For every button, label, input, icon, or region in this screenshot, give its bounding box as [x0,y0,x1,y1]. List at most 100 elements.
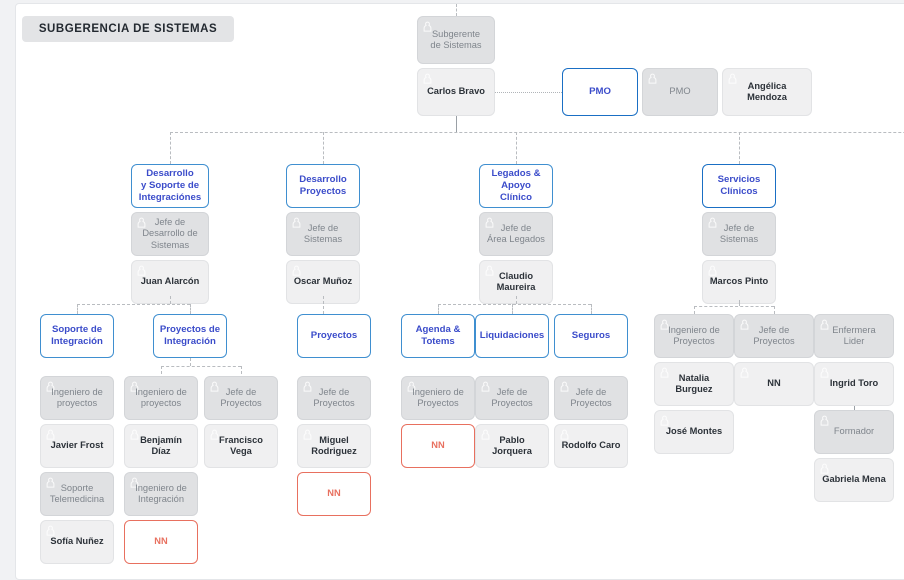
node-liquidaciones-0-1[interactable]: Pablo Jorquera [475,424,549,468]
person-outline-icon [210,381,219,392]
node-seguros-0-1[interactable]: Rodolfo Caro [554,424,628,468]
page-title: SUBGERENCIA DE SISTEMAS [38,23,218,35]
node-servicios-clinicos-1-1[interactable]: NN [734,362,814,406]
node-servicios-clinicos-0-2[interactable]: José Montes [654,410,734,454]
node-subdept-liquidaciones-label: Liquidaciones [479,330,545,342]
connector-bus-to-desarrollo-soporte-integraciones [170,132,171,164]
person-outline-icon [46,429,55,440]
connector-servicios-clinicos-drop-1 [774,306,775,314]
node-proyectos-0-0[interactable]: Jefe de Proyectos [297,376,371,420]
node-soporte-de-integracion-0-3-label: Sofía Nuñez [50,536,104,547]
node-subdept-proyectos[interactable]: Proyectos [297,314,371,358]
node-person-desarrollo-soporte-integraciones[interactable]: Juan Alarcón [131,260,209,304]
node-role-servicios-clinicos[interactable]: Jefe de Sistemas [702,212,776,256]
person-outline-icon [820,367,829,378]
person-outline-icon [210,429,219,440]
person-outline-icon [46,381,55,392]
node-soporte-de-integracion-0-1[interactable]: Javier Frost [40,424,114,468]
person-outline-icon [485,265,494,276]
node-dept-legados-apoyo-clinico[interactable]: Legados &Apoyo Clínico [479,164,553,208]
connector-bus-to-servicios-clinicos [739,132,740,164]
node-subdept-liquidaciones[interactable]: Liquidaciones [475,314,549,358]
node-subdept-proyectos-label: Proyectos [310,330,358,342]
node-proyectos-de-integracion-0-1[interactable]: Benjamín Díaz [124,424,198,468]
connector-servicios-clinicos-drop-0 [694,306,695,314]
node-servicios-clinicos-2-2[interactable]: Formador [814,410,894,454]
node-pmo-role[interactable]: PMO [642,68,718,116]
person-outline-icon [660,319,669,330]
node-proyectos-0-0-label: Jefe de Proyectos [313,386,355,408]
connector-sub-drop-2 [591,304,592,314]
connector-desarrollo-soporte-integraciones-stub [170,296,171,304]
node-agenda-totems-0-1[interactable]: NN [401,424,475,468]
node-person-servicios-clinicos[interactable]: Marcos Pinto [702,260,776,304]
node-pmo-dept[interactable]: PMO [562,68,638,116]
node-pmo-person-label: Angélica Mendoza [747,80,787,102]
node-role-desarrollo-proyectos[interactable]: Jefe de Sistemas [286,212,360,256]
node-proyectos-de-integracion-1-1-label: Francisco Vega [219,434,263,456]
node-pmo-person[interactable]: Angélica Mendoza [722,68,812,116]
person-outline-icon [292,265,301,276]
node-servicios-clinicos-0-2-label: José Montes [665,426,723,437]
node-person-desarrollo-proyectos[interactable]: Oscar Muñoz [286,260,360,304]
connector-root-trunk [456,116,457,132]
person-outline-icon [485,217,494,228]
node-person-legados-apoyo-clinico-label: Claudio Maureira [496,270,536,292]
connector-legados-apoyo-clinico-subbus [438,304,591,305]
node-root-person-label: Carlos Bravo [427,86,485,97]
node-servicios-clinicos-1-0[interactable]: Jefe de Proyectos [734,314,814,358]
node-root-person[interactable]: Carlos Bravo [417,68,495,116]
node-proyectos-0-2[interactable]: NN [297,472,371,516]
node-servicios-clinicos-2-1-label: Ingrid Toro [829,378,879,389]
node-servicios-clinicos-2-3[interactable]: Gabriela Mena [814,458,894,502]
connector-sub-drop-1 [512,304,513,314]
node-proyectos-de-integracion-1-0[interactable]: Jefe de Proyectos [204,376,278,420]
person-outline-icon [407,381,416,392]
node-proyectos-de-integracion-0-3[interactable]: NN [124,520,198,564]
node-proyectos-0-1[interactable]: Miguel Rodriguez [297,424,371,468]
connector-servicios-clinicos-bus [694,306,774,307]
node-person-desarrollo-proyectos-label: Oscar Muñoz [293,276,353,287]
person-outline-icon [130,477,139,488]
node-liquidaciones-0-0[interactable]: Jefe de Proyectos [475,376,549,420]
node-subdept-seguros[interactable]: Seguros [554,314,628,358]
node-proyectos-de-integracion-1-1[interactable]: Francisco Vega [204,424,278,468]
node-servicios-clinicos-2-1[interactable]: Ingrid Toro [814,362,894,406]
person-outline-icon [130,429,139,440]
node-subdept-agenda-totems[interactable]: Agenda &Totems [401,314,475,358]
node-person-desarrollo-soporte-integraciones-label: Juan Alarcón [140,276,200,287]
node-soporte-de-integracion-0-3[interactable]: Sofía Nuñez [40,520,114,564]
connector-proyectos-de-integracion-bus [161,366,241,367]
node-seguros-0-1-label: Rodolfo Caro [561,440,621,451]
person-outline-icon [481,429,490,440]
